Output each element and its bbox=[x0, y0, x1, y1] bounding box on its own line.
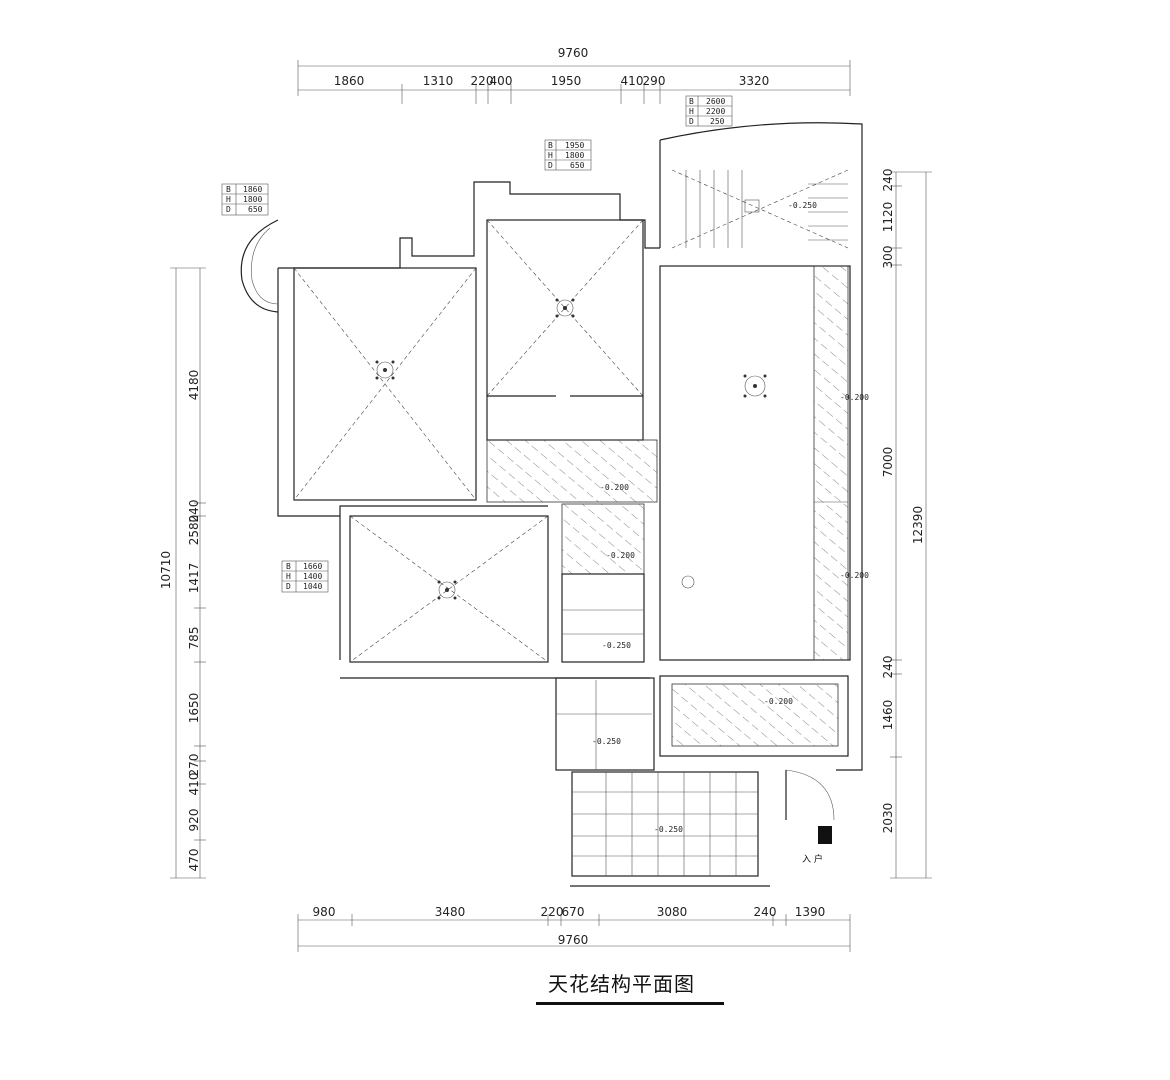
level-5: -0.200 bbox=[840, 571, 869, 580]
drawing-title: 天花结构平面图 bbox=[548, 972, 695, 996]
title-underline bbox=[536, 1002, 724, 1005]
dim-left-6: 270 bbox=[187, 754, 201, 777]
floor-plan-walls: 入 户 bbox=[240, 122, 863, 887]
svg-text:B: B bbox=[226, 185, 231, 194]
dim-bottom-4: 3080 bbox=[657, 905, 688, 919]
dim-right-2: 300 bbox=[881, 246, 895, 269]
dim-left-4: 785 bbox=[187, 627, 201, 650]
dim-right-3: 7000 bbox=[881, 447, 895, 478]
dim-left-2: 2580 bbox=[187, 515, 201, 546]
svg-text:B: B bbox=[689, 97, 694, 106]
spec-3-h: 1800 bbox=[243, 195, 262, 204]
level-3: -0.200 bbox=[606, 551, 635, 560]
level-7: -0.250 bbox=[592, 737, 621, 746]
spec-1-d: 250 bbox=[710, 117, 725, 126]
spec-table-3: BHD 1860 1800 650 bbox=[221, 183, 269, 216]
right-dimensions: 240 1120 300 7000 240 1460 2030 12390 bbox=[881, 169, 932, 879]
entry-label: 入 户 bbox=[802, 853, 823, 865]
spec-table-2: BHD 1950 1800 650 bbox=[544, 139, 592, 171]
spec-2-d: 650 bbox=[570, 161, 585, 170]
ceiling-light-icon bbox=[681, 575, 695, 589]
dim-top-4: 1950 bbox=[551, 74, 582, 88]
dim-top-total: 9760 bbox=[558, 46, 589, 60]
spec-4-h: 1400 bbox=[303, 572, 322, 581]
svg-text:D: D bbox=[286, 582, 291, 591]
spec-3-b: 1860 bbox=[243, 185, 262, 194]
spec-table-1: BHD 2600 2200 250 bbox=[685, 95, 733, 127]
level-0: -0.250 bbox=[788, 201, 817, 210]
dim-left-3: 1417 bbox=[187, 563, 201, 594]
ceiling-light-icon bbox=[744, 199, 760, 213]
spec-3-d: 650 bbox=[248, 205, 263, 214]
dim-left-0: 4180 bbox=[187, 370, 201, 401]
dim-left-1: 240 bbox=[187, 500, 201, 523]
svg-text:D: D bbox=[226, 205, 231, 214]
tile-grid bbox=[572, 772, 758, 876]
dim-right-1: 1120 bbox=[881, 202, 895, 233]
dim-left-5: 1650 bbox=[187, 693, 201, 724]
dim-right-5: 1460 bbox=[881, 700, 895, 731]
dim-bottom-5: 240 bbox=[754, 905, 777, 919]
spec-table-4: BHD 1660 1400 1040 bbox=[281, 560, 329, 593]
level-1: -0.250 bbox=[602, 641, 631, 650]
dim-left-total: 10710 bbox=[159, 551, 173, 589]
dim-top-6: 290 bbox=[643, 74, 666, 88]
svg-text:H: H bbox=[548, 151, 553, 160]
top-dimensions: 9760 1860 1310 220 400 1950 410 290 3320 bbox=[297, 46, 851, 104]
dim-right-total: 12390 bbox=[911, 506, 925, 544]
dim-right-4: 240 bbox=[881, 656, 895, 679]
spec-4-d: 1040 bbox=[303, 582, 322, 591]
dim-top-7: 3320 bbox=[739, 74, 770, 88]
chandelier-icon bbox=[743, 374, 767, 398]
stair-lines bbox=[671, 169, 849, 249]
spec-2-h: 1800 bbox=[565, 151, 584, 160]
dim-bottom-2: 220 bbox=[541, 905, 564, 919]
dim-top-1: 1310 bbox=[423, 74, 454, 88]
dim-left-9: 470 bbox=[187, 849, 201, 872]
dim-bottom-6: 1390 bbox=[795, 905, 826, 919]
level-4: -0.200 bbox=[840, 393, 869, 402]
chandelier-icon bbox=[375, 360, 395, 380]
level-8: -0.250 bbox=[654, 825, 683, 834]
light-fixtures bbox=[375, 199, 767, 600]
dim-top-5: 410 bbox=[621, 74, 644, 88]
spec-1-b: 2600 bbox=[706, 97, 725, 106]
dim-top-2: 220 bbox=[471, 74, 494, 88]
dim-top-0: 1860 bbox=[334, 74, 365, 88]
svg-text:D: D bbox=[689, 117, 694, 126]
spec-1-h: 2200 bbox=[706, 107, 725, 116]
svg-text:H: H bbox=[689, 107, 694, 116]
spec-4-b: 1660 bbox=[303, 562, 322, 571]
dim-right-0: 240 bbox=[881, 169, 895, 192]
left-dimensions: 10710 4180 240 2580 1417 785 1650 270 41… bbox=[159, 267, 206, 879]
dim-right-6: 2030 bbox=[881, 803, 895, 834]
level-marks: -0.250 -0.250 -0.200 -0.200 -0.200 -0.20… bbox=[592, 201, 869, 834]
chandelier-icon bbox=[437, 580, 457, 600]
dim-bottom-1: 3480 bbox=[435, 905, 466, 919]
entry-door-icon bbox=[818, 826, 832, 844]
dim-bottom-total: 9760 bbox=[558, 933, 589, 947]
level-2: -0.200 bbox=[600, 483, 629, 492]
spec-2-b: 1950 bbox=[565, 141, 584, 150]
svg-text:B: B bbox=[286, 562, 291, 571]
level-6: -0.200 bbox=[764, 697, 793, 706]
dim-left-7: 410 bbox=[187, 773, 201, 796]
bottom-dimensions: 980 3480 220 670 3080 240 1390 9760 bbox=[297, 905, 851, 952]
dim-bottom-3: 670 bbox=[562, 905, 585, 919]
dim-top-3: 400 bbox=[490, 74, 513, 88]
svg-text:H: H bbox=[286, 572, 291, 581]
chandelier-icon bbox=[555, 298, 575, 318]
svg-text:H: H bbox=[226, 195, 231, 204]
svg-text:D: D bbox=[548, 161, 553, 170]
dim-left-8: 920 bbox=[187, 809, 201, 832]
svg-text:B: B bbox=[548, 141, 553, 150]
dim-bottom-0: 980 bbox=[313, 905, 336, 919]
